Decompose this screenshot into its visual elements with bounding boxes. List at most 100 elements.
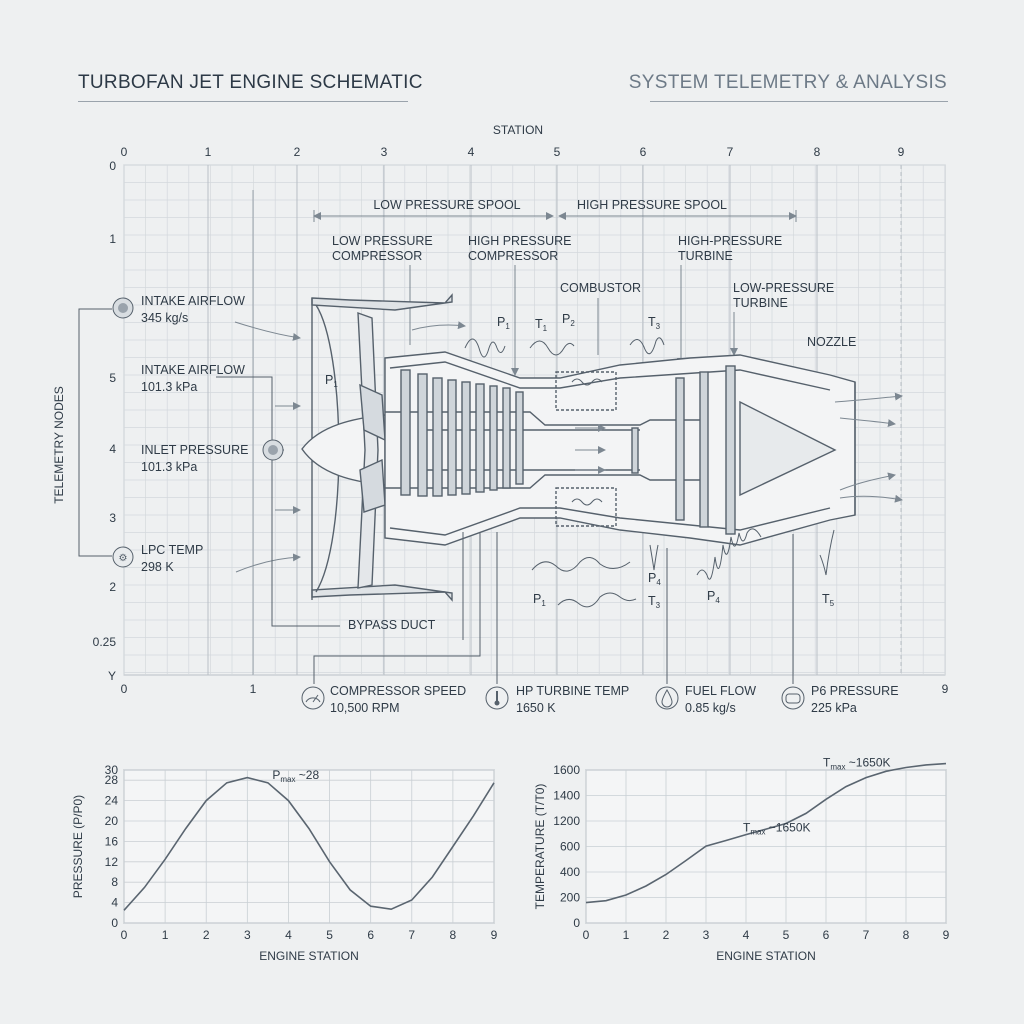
series-line <box>123 776 495 911</box>
series-line <box>585 762 947 904</box>
y-tick-label: 4 <box>111 896 118 910</box>
page-subtitle: SYSTEM TELEMETRY & ANALYSIS <box>628 72 947 93</box>
pressure-gauge-icon[interactable] <box>781 686 805 710</box>
y-tick-label: 16 <box>105 834 119 848</box>
station-tick: 9 <box>898 145 905 159</box>
x-tick-label: 5 <box>326 928 333 942</box>
intake-airflow-node-dot <box>118 303 128 313</box>
hpc-label-line2: COMPRESSOR <box>468 249 558 263</box>
probe-t5-bottom: T5 <box>822 592 835 608</box>
x-tick-label: 5 <box>783 928 790 942</box>
hpt-label-line1: HIGH-PRESSURE <box>678 234 782 248</box>
y-axis-label: PRESSURE (P/P0) <box>71 795 85 898</box>
station-tick: 1 <box>205 145 212 159</box>
annotation: Pmax ~28 <box>272 768 319 784</box>
telemetry-value: 10,500 RPM <box>330 701 399 715</box>
x-tick-label: 2 <box>663 928 670 942</box>
lpc-label-line2: COMPRESSOR <box>332 249 422 263</box>
y-tick: 0.25 <box>93 635 117 649</box>
bottom-tick: 1 <box>250 682 257 696</box>
telemetry-value: 101.3 kPa <box>141 380 197 394</box>
y-tick-label: 1400 <box>553 789 580 803</box>
probe-waveforms <box>464 337 835 608</box>
y-tick-label: 1200 <box>553 814 580 828</box>
x-tick-label: 2 <box>203 928 210 942</box>
telemetry-value: 0.85 kg/s <box>685 701 736 715</box>
combustor-label: COMBUSTOR <box>560 281 641 295</box>
annotation: Tmax ~1650K <box>823 755 891 771</box>
y-tick: 5 <box>109 371 116 385</box>
y-tick: 4 <box>109 442 116 456</box>
telemetry-value: 225 kPa <box>811 701 857 715</box>
y-tick-label: 12 <box>105 855 119 869</box>
y-tick-label: 600 <box>560 840 580 854</box>
probe-labels: P1 T1 P2 T3 P1 P4 T3 P1 P4 T5 <box>325 312 835 610</box>
high-pressure-spool-bracket: HIGH PRESSURE SPOOL <box>558 198 797 222</box>
engine-body <box>301 293 856 602</box>
y-tick: 1 <box>109 232 116 246</box>
x-tick-label: 6 <box>823 928 830 942</box>
x-tick-label: 9 <box>491 928 498 942</box>
telemetry-name: INTAKE AIRFLOW <box>141 294 245 308</box>
y-tick-label: 28 <box>105 773 119 787</box>
y-axis-title: TELEMETRY NODES <box>52 386 66 504</box>
telemetry-name: P6 PRESSURE <box>811 684 899 698</box>
telemetry-name: FUEL FLOW <box>685 684 756 698</box>
probe-p4-bottom: P4 <box>648 571 661 587</box>
probe-t3-top: T3 <box>648 315 661 331</box>
station-tick: 3 <box>381 145 388 159</box>
hpt-label-line2: TURBINE <box>678 249 733 263</box>
x-tick-label: 7 <box>408 928 415 942</box>
y-tick-label: 0 <box>111 916 118 930</box>
high-pressure-spool-label: HIGH PRESSURE SPOOL <box>577 198 727 212</box>
x-tick-label: 3 <box>244 928 251 942</box>
x-tick-label: 1 <box>162 928 169 942</box>
station-tick: 4 <box>468 145 475 159</box>
telemetry-name: INLET PRESSURE <box>141 443 248 457</box>
lpc-temp-node-icon[interactable] <box>112 546 134 568</box>
telemetry-name: INTAKE AIRFLOW <box>141 363 245 377</box>
subtitle-underline <box>650 101 948 102</box>
y-tick-label: 1600 <box>553 763 580 777</box>
x-tick-label: 4 <box>743 928 750 942</box>
bottom-tick: 0 <box>121 682 128 696</box>
y-tick: 0 <box>109 159 116 173</box>
x-tick-label: 6 <box>367 928 374 942</box>
x-tick-label: 0 <box>583 928 590 942</box>
y-tick-label: 0 <box>573 916 580 930</box>
telemetry-name: COMPRESSOR SPEED <box>330 684 466 698</box>
flow-arrows <box>234 321 903 573</box>
lpc-label-line1: LOW PRESSURE <box>332 234 433 248</box>
y-tick: Y <box>108 669 116 683</box>
telemetry-value: 101.3 kPa <box>141 460 197 474</box>
station-tick: 2 <box>294 145 301 159</box>
probe-p1-inlet: P1 <box>325 373 338 389</box>
x-tick-label: 9 <box>943 928 950 942</box>
low-pressure-spool-bracket: LOW PRESSURE SPOOL <box>313 198 554 222</box>
probe-p4-bottom-2: P4 <box>707 589 720 605</box>
y-ticks: 0 1 5 4 3 2 0.25 Y <box>93 159 117 683</box>
y-tick-label: 24 <box>105 794 119 808</box>
y-tick-label: 200 <box>560 891 580 905</box>
x-axis-label: ENGINE STATION <box>716 949 816 963</box>
page-title: TURBOFAN JET ENGINE SCHEMATIC <box>78 72 423 93</box>
x-axis-label: ENGINE STATION <box>259 949 359 963</box>
probe-p2-top: P2 <box>562 312 575 328</box>
nozzle-label: NOZZLE <box>807 335 856 349</box>
bottom-tick: 9 <box>942 682 949 696</box>
probe-t3-bottom: T3 <box>648 594 661 610</box>
x-tick-label: 8 <box>903 928 910 942</box>
low-pressure-spool-label: LOW PRESSURE SPOOL <box>373 198 520 212</box>
probe-t1-top: T1 <box>535 317 548 333</box>
fuel-drop-icon[interactable] <box>655 686 679 710</box>
station-tick: 0 <box>121 145 128 159</box>
telemetry-value: 345 kg/s <box>141 311 188 325</box>
station-tick: 8 <box>814 145 821 159</box>
y-tick-label: 8 <box>111 875 118 889</box>
bypass-duct-label: BYPASS DUCT <box>348 618 436 632</box>
hpc-label-line1: HIGH PRESSURE <box>468 234 572 248</box>
x-tick-label: 7 <box>863 928 870 942</box>
x-tick-label: 1 <box>623 928 630 942</box>
